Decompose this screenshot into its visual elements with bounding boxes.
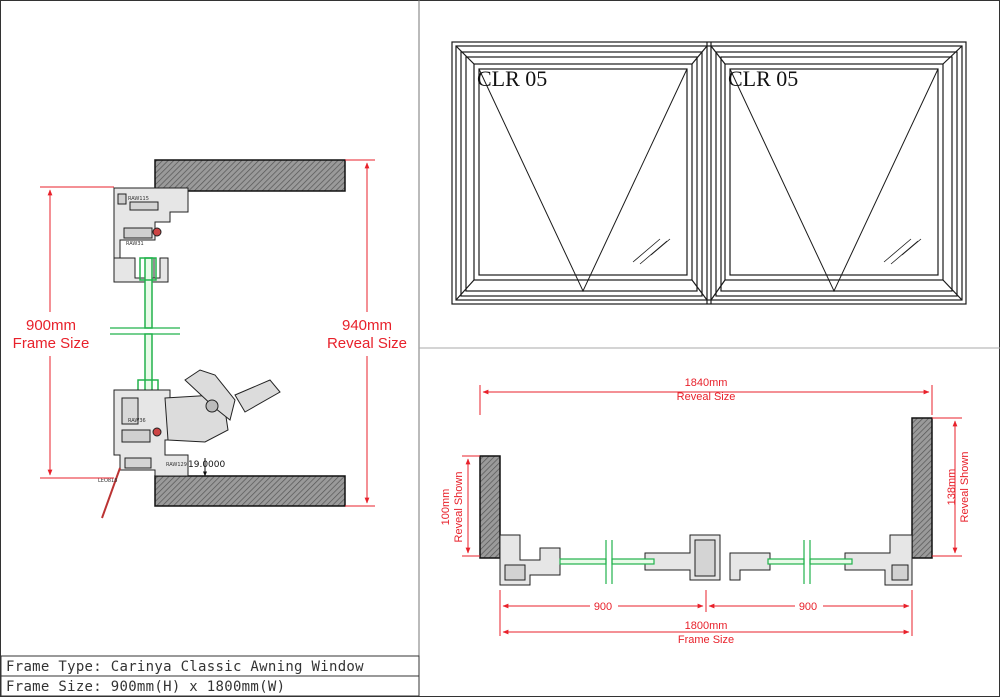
vertical-section-view: RAW115 RAW31 RAW36 RAW129 [13,159,407,519]
frame-size-text: Frame Size: 900mm(H) x 1800mm(W) [6,679,285,695]
frame-width-value: 1800mm [685,620,728,632]
frame-height-caption: Frame Size [13,335,90,352]
part-code-raw129: RAW129 [166,462,187,468]
part-code-raw36: RAW36 [128,418,146,424]
elevation-panel-left [455,45,708,301]
sill-wall [154,475,346,507]
reveal-width-caption: Reveal Size [677,391,736,403]
plan-section-view: 1840mm Reveal Size 100mm Reveal Shown 13… [440,377,971,646]
panel-code-right: CLR 05 [728,66,798,91]
plan-frame-profiles [499,534,913,586]
frame-height-value: 900mm [26,317,76,334]
offset-value: 19.0000 [188,460,225,470]
plan-wall-right [911,417,933,559]
elevation-panel-right [710,45,963,301]
right-reveal-value: 138mm [946,469,958,506]
right-reveal-caption: Reveal Shown [959,452,971,523]
frame-type-text: Frame Type: Carinya Classic Awning Windo… [6,659,364,675]
glass-bead-top [139,257,157,281]
reveal-height-value: 940mm [342,317,392,334]
glass-break-lines [110,327,180,335]
left-reveal-caption: Reveal Shown [453,472,465,543]
reveal-width-dimension [479,385,933,415]
frame-width-caption: Frame Size [678,634,734,646]
plan-wall-left [479,455,501,559]
reveal-height-dimension [345,159,375,507]
glass-upper [144,257,153,329]
right-reveal-dimension [932,417,962,557]
frame-width-dimension [499,612,913,636]
plan-glass-panes [559,540,853,584]
title-block: Frame Type: Carinya Classic Awning Windo… [0,655,420,697]
part-code-raw31: RAW31 [126,241,144,247]
reveal-width-value: 1840mm [685,377,728,389]
opening-stay [101,467,121,519]
awning-winder-icon [164,369,281,443]
panel-width-left: 900 [594,601,612,613]
front-elevation-view [451,41,967,305]
panel-width-dimensions [499,590,913,612]
part-code-raw115: RAW115 [128,196,149,202]
reveal-height-caption: Reveal Size [327,335,407,352]
frame-height-dimension [40,186,114,479]
left-reveal-value: 100mm [440,489,452,526]
panel-code-left: CLR 05 [477,66,547,91]
panel-width-right: 900 [799,601,817,613]
left-reveal-dimension [462,455,480,557]
head-wall [154,159,346,192]
part-code-leo818: LEO818 [98,478,117,484]
